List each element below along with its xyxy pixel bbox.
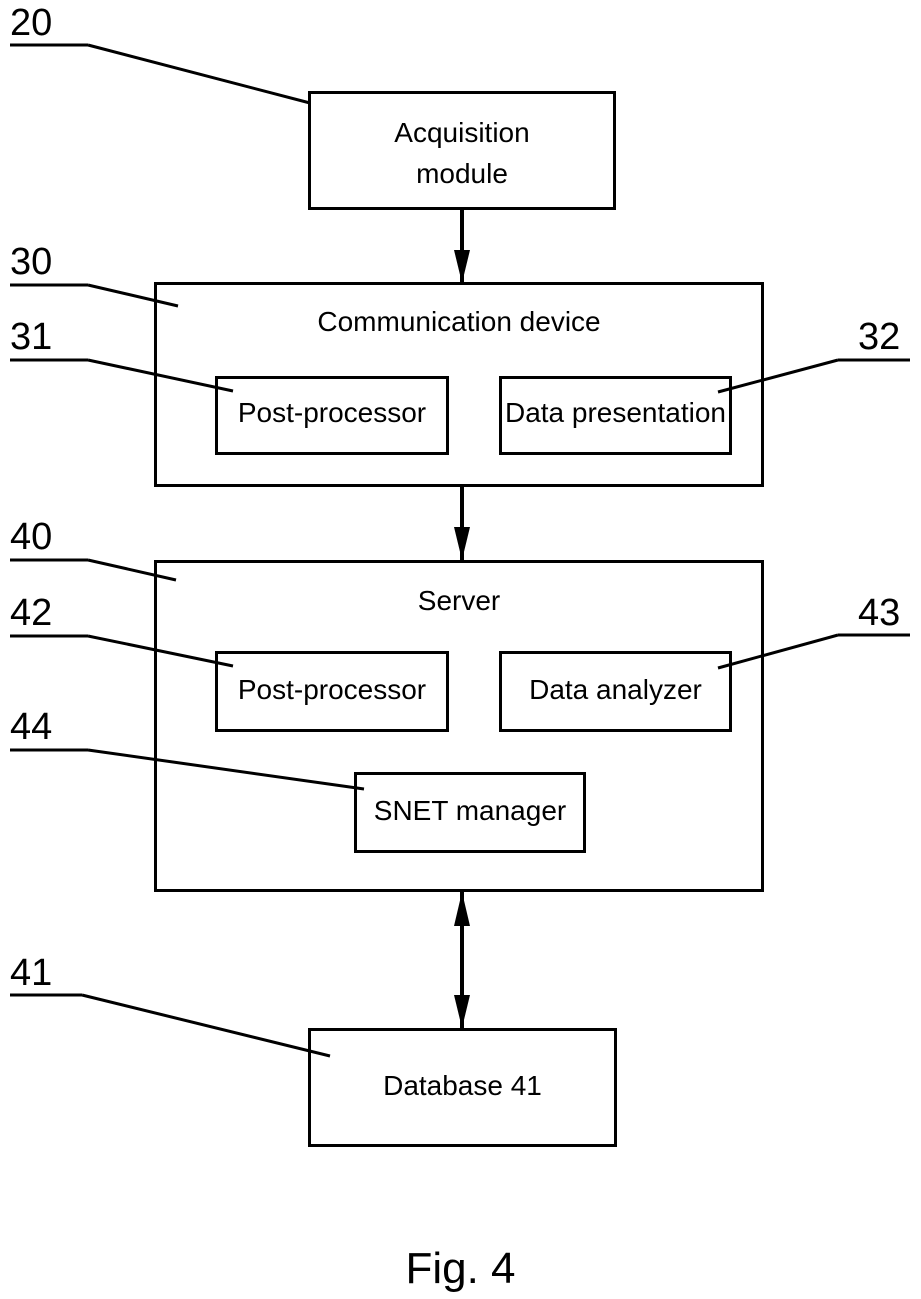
figure-caption: Fig. 4 <box>0 1244 921 1294</box>
ref-32: 32 <box>858 318 900 356</box>
ref-42: 42 <box>10 594 52 632</box>
arrowhead-3-down <box>454 995 470 1028</box>
arrowhead-2 <box>454 527 470 560</box>
post-processor-42-label: Post-processor <box>215 673 449 707</box>
ref-40: 40 <box>10 518 52 556</box>
arrowhead-1 <box>454 250 470 283</box>
leader-20-diag <box>88 45 310 103</box>
ref-41: 41 <box>10 954 52 992</box>
data-analyzer-label: Data analyzer <box>499 673 732 707</box>
ref-31: 31 <box>10 318 52 356</box>
ref-30: 30 <box>10 243 52 281</box>
leader-41-diag <box>82 995 330 1056</box>
communication-device-label: Communication device <box>154 305 764 339</box>
snet-manager-label: SNET manager <box>354 794 586 828</box>
data-presentation-label: Data presentation <box>499 396 732 430</box>
ref-44: 44 <box>10 708 52 746</box>
ref-20: 20 <box>10 4 52 42</box>
arrowhead-3-up <box>454 892 470 926</box>
ref-43: 43 <box>858 594 900 632</box>
acquisition-module-label: Acquisition module <box>308 112 616 194</box>
database-label: Database 41 <box>308 1069 617 1103</box>
post-processor-31-label: Post-processor <box>215 396 449 430</box>
server-label: Server <box>154 584 764 618</box>
